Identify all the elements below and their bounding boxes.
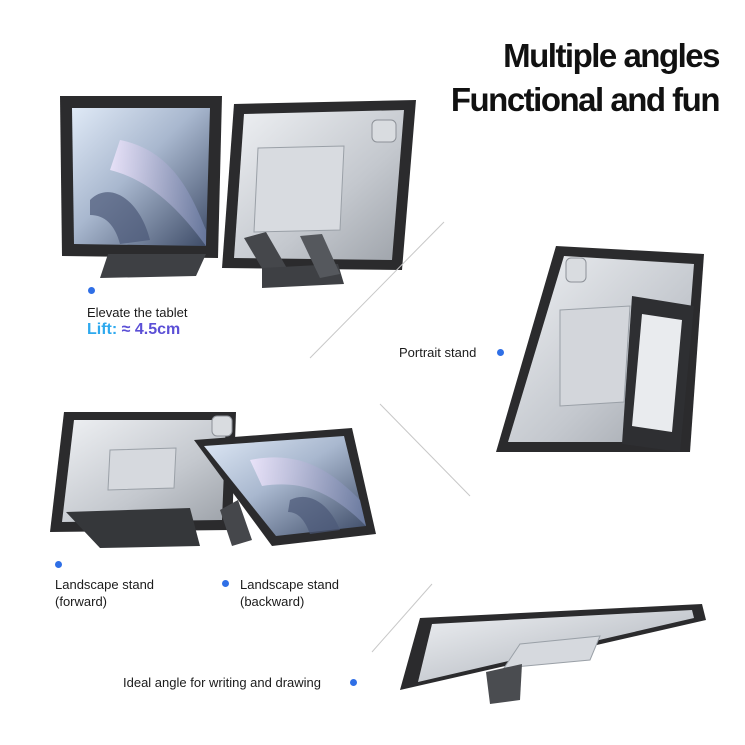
writing-angle-label: Ideal angle for writing and drawing bbox=[123, 675, 322, 690]
portrait-stand-label: Portrait stand bbox=[399, 345, 477, 360]
divider-line bbox=[371, 583, 433, 653]
landscape-backward-label: Landscape stand (backward) bbox=[240, 576, 339, 610]
landscape-forward-line-2: (forward) bbox=[55, 594, 108, 609]
landscape-backward-illustration bbox=[194, 428, 376, 546]
elevated-tablet-back-illustration bbox=[222, 100, 416, 288]
bullet-dot bbox=[88, 287, 95, 294]
bullet-dot bbox=[222, 580, 229, 587]
bullet-dot bbox=[350, 679, 357, 686]
landscape-backward-line-1: Landscape stand bbox=[240, 577, 340, 592]
elevate-label: Elevate the tablet bbox=[87, 305, 188, 320]
lift-height: Lift: ≈ 4.5cm bbox=[87, 321, 180, 339]
divider-line bbox=[379, 403, 471, 497]
headline-line-1: Multiple angles bbox=[503, 37, 720, 74]
landscape-forward-line-1: Landscape stand bbox=[55, 577, 155, 592]
portrait-stand-illustration bbox=[496, 246, 704, 452]
writing-angle-tablet-illustration bbox=[400, 604, 706, 704]
elevated-tablet-front-illustration bbox=[60, 96, 222, 278]
landscape-forward-label: Landscape stand (forward) bbox=[55, 576, 154, 610]
bullet-dot bbox=[55, 561, 62, 568]
bullet-dot bbox=[497, 349, 504, 356]
headline: Multiple angles Functional and fun bbox=[450, 34, 721, 122]
headline-line-2: Functional and fun bbox=[450, 81, 721, 118]
divider-line bbox=[309, 221, 445, 359]
lift-label: Lift: bbox=[87, 321, 122, 338]
landscape-backward-line-2: (backward) bbox=[240, 594, 305, 609]
lift-value: ≈ 4.5cm bbox=[121, 321, 181, 338]
landscape-forward-illustration bbox=[50, 412, 236, 548]
